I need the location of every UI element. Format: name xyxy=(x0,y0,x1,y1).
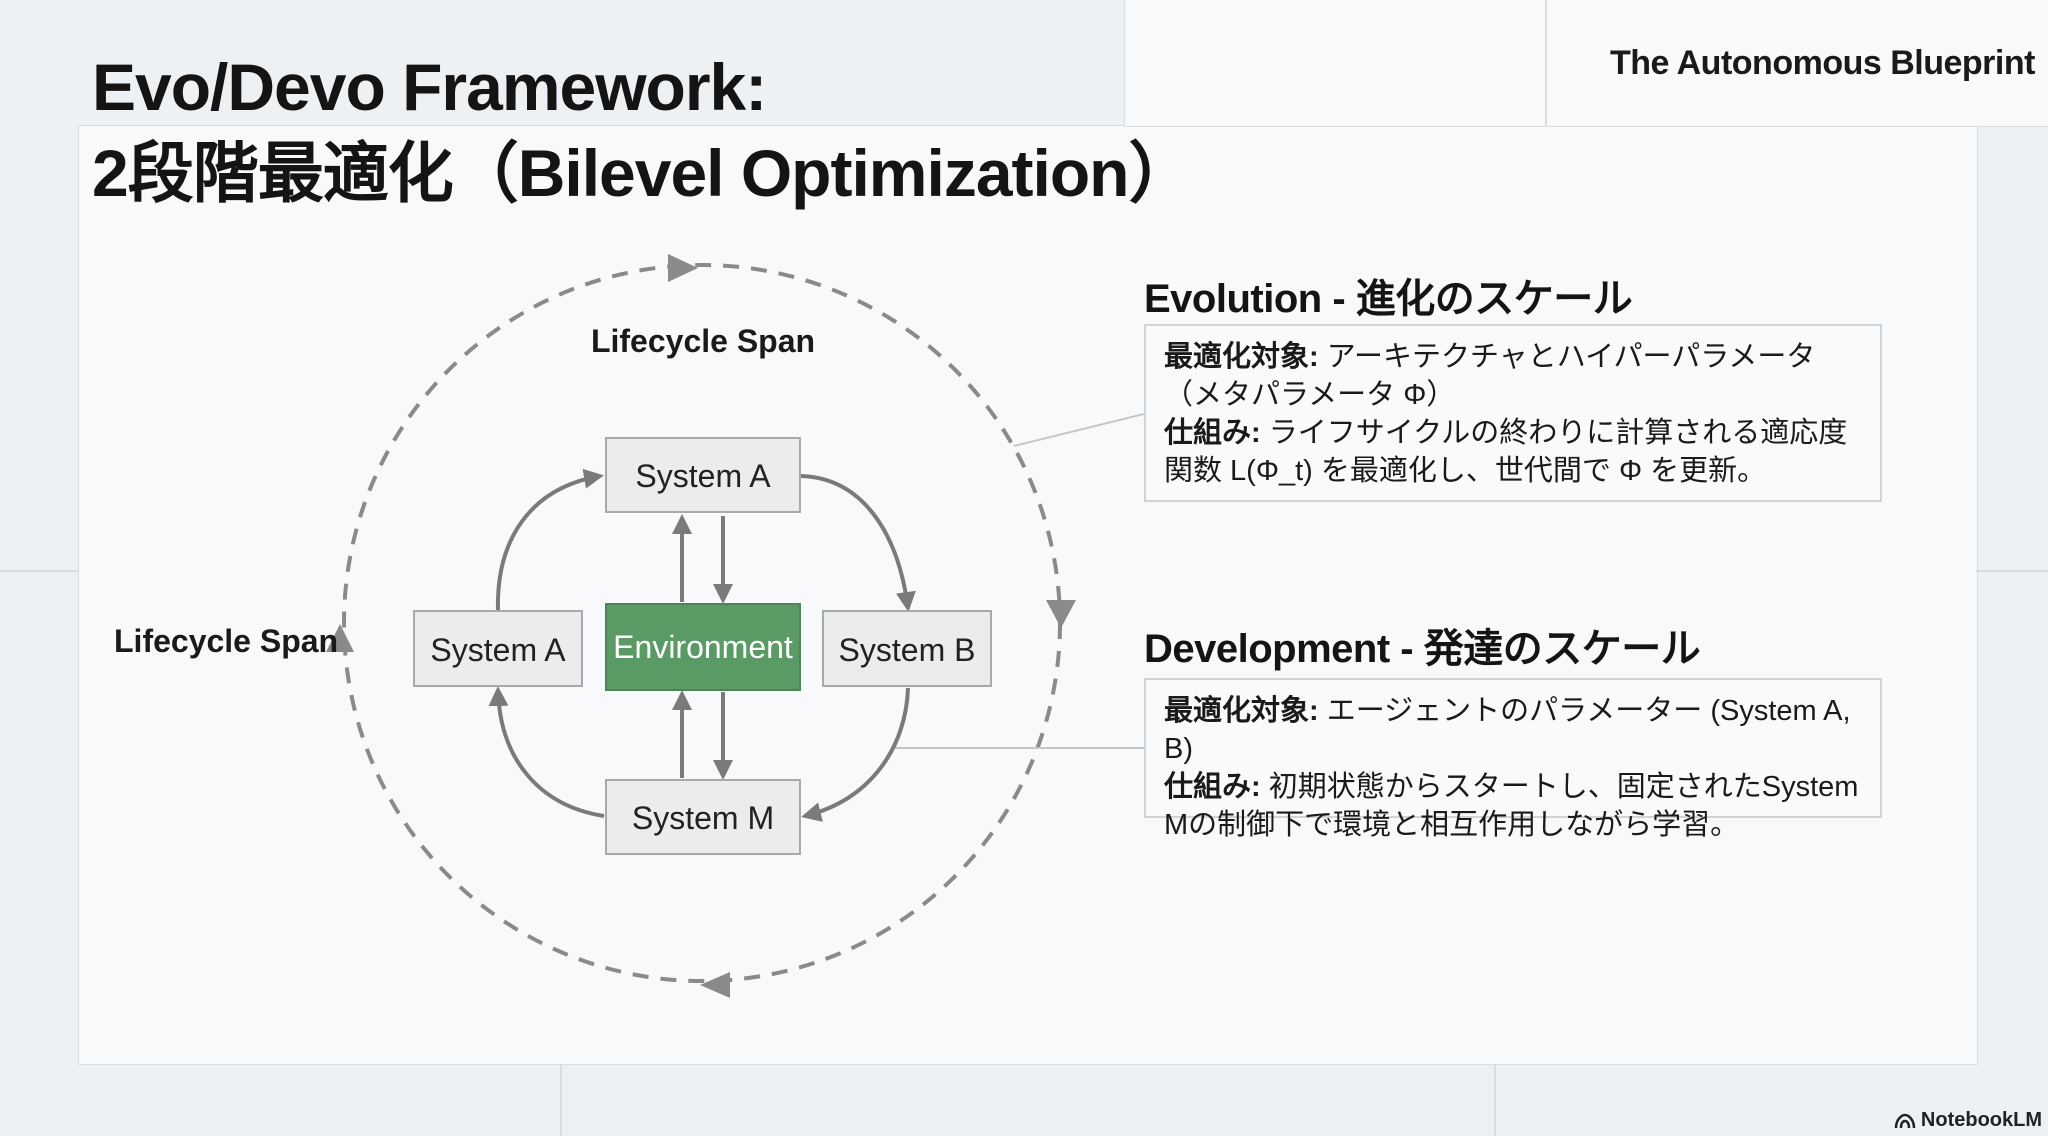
development-mech-text: 初期状態からスタートし、固定されたSystem Mの制御下で環境と相互作用しなが… xyxy=(1164,771,1859,841)
notebooklm-label: NotebookLM xyxy=(1920,1109,2042,1131)
brand-label: The Autonomous Blueprint xyxy=(1610,44,2035,82)
development-heading: Development - 発達のスケール xyxy=(1144,627,1701,671)
notebooklm-logo: NotebookLM xyxy=(1894,1109,2042,1132)
notebooklm-icon xyxy=(1894,1113,1916,1128)
arrow-bottom-to-left xyxy=(488,686,605,818)
evolution-mech-text: ライフサイクルの終わりに計算される適応度関数 L(Φ_t) を最適化し、世代間で… xyxy=(1164,417,1848,487)
development-mech-label: 仕組み: xyxy=(1164,771,1261,803)
node-system-a-left-label: System A xyxy=(430,632,566,668)
arrow-right-to-bottom xyxy=(801,687,910,822)
background-divider xyxy=(0,570,78,572)
slide-title-line1: Evo/Devo Framework: xyxy=(92,50,767,124)
evolution-target-label: 最適化対象: xyxy=(1164,341,1319,373)
evolution-mech-label: 仕組み: xyxy=(1164,417,1261,449)
lifecycle-arrow-top-icon xyxy=(668,254,698,282)
evolution-target-text: アーキテクチャとハイパーパラメータ（メタパラメータ Φ） xyxy=(1164,341,1816,411)
lifecycle-span-left-label: Lifecycle Span xyxy=(114,623,338,659)
arrow-left-to-top xyxy=(495,468,604,612)
development-target-text: エージェントのパラメーター (System A, B) xyxy=(1164,695,1851,765)
node-system-a-left: System A xyxy=(413,610,583,687)
evolution-heading: Evolution - 進化のスケール xyxy=(1144,277,1633,321)
node-system-b: System B xyxy=(822,610,992,687)
node-system-a-top-label: System A xyxy=(635,458,771,494)
node-system-m: System M xyxy=(605,779,801,855)
lifecycle-span-top-label: Lifecycle Span xyxy=(591,323,815,359)
background-panel-main xyxy=(78,125,1978,1065)
node-system-a-top: System A xyxy=(605,437,801,513)
background-divider xyxy=(560,1064,562,1136)
development-box: 最適化対象: エージェントのパラメーター (System A, B) 仕組み: … xyxy=(1144,678,1882,841)
background-panel-top-far-right xyxy=(1546,0,2048,127)
node-environment: Environment xyxy=(605,603,801,691)
lifecycle-arrow-left-icon xyxy=(326,624,354,652)
lifecycle-arrow-right-icon xyxy=(1046,600,1076,628)
node-environment-label: Environment xyxy=(613,629,793,665)
arrow-top-to-right xyxy=(800,474,916,612)
evolution-box: 最適化対象: アーキテクチャとハイパーパラメータ（メタパラメータ Φ） 仕組み:… xyxy=(1144,324,1882,502)
lifecycle-arrow-bottom-icon xyxy=(700,972,730,998)
evolution-connector xyxy=(1013,413,1145,447)
node-system-b-label: System B xyxy=(839,632,976,668)
node-system-m-label: System M xyxy=(632,800,774,836)
background-panel-top-right xyxy=(1124,0,1546,127)
slide-title: Evo/Devo Framework: 2段階最適化（Bilevel Optim… xyxy=(92,44,1194,216)
background-divider xyxy=(1976,570,2048,572)
slide-title-line2: 2段階最適化（Bilevel Optimization） xyxy=(92,136,1194,210)
development-target-label: 最適化対象: xyxy=(1164,695,1319,727)
background-divider xyxy=(1494,1064,1496,1136)
